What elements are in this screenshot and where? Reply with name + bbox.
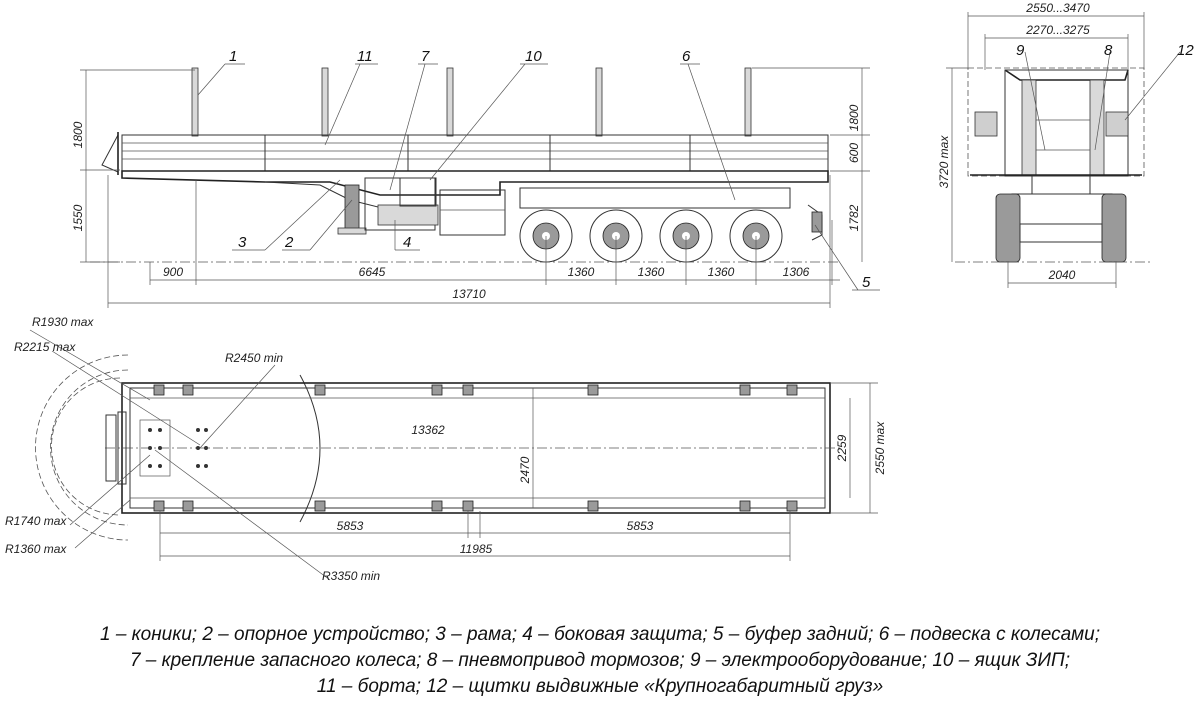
dim-deck-height: 1550 — [71, 204, 85, 231]
callout-9: 9 — [1016, 42, 1025, 59]
dim-board-height: 600 — [847, 143, 861, 163]
wheels — [519, 209, 783, 263]
plan-view: R1930 max R2215 max R2450 min R1740 max … — [5, 315, 887, 583]
stake-pockets — [153, 384, 798, 512]
rear-dim-track: 2040 — [1048, 268, 1076, 282]
landing-gear — [344, 184, 360, 234]
stakes — [191, 67, 752, 137]
legend: 1 – коники; 2 – опорное устройство; 3 – … — [0, 622, 1200, 700]
radius-r1740: R1740 max — [5, 514, 67, 528]
callout-7: 7 — [421, 48, 430, 65]
radius-r1360: R1360 max — [5, 542, 67, 556]
legend-line-2: 7 – крепление запасного колеса; 8 – пнев… — [129, 650, 1071, 671]
plan-dim-width-2470: 2470 — [518, 456, 532, 484]
dim-stake-height: 1800 — [71, 121, 85, 148]
callout-1: 1 — [229, 48, 237, 65]
callout-3: 3 — [238, 234, 247, 251]
kingpin-plate — [139, 419, 208, 477]
plan-dim-stake-span-total: 11985 — [460, 542, 493, 556]
rear-dim-overall-width: 2550...3470 — [1025, 1, 1090, 15]
callout-leaders — [197, 63, 880, 291]
radius-r2215: R2215 max — [14, 340, 76, 354]
rear-dim-height-max: 3720 max — [937, 135, 951, 189]
plan-dim-stake-span-rear: 5853 — [627, 519, 654, 533]
plan-dim-inner-width: 2259 — [835, 434, 849, 462]
radius-r3350: R3350 min — [322, 569, 380, 583]
dim-wheelbase: 6645 — [359, 265, 386, 279]
plan-dim-overall-width: 2550 max — [873, 421, 887, 476]
callout-10: 10 — [525, 48, 542, 65]
plan-dim-deck-length: 13362 — [411, 423, 445, 437]
legend-line-1: 1 – коники; 2 – опорное устройство; 3 – … — [99, 624, 1101, 645]
rear-view: 2550...3470 2270...3275 3720 max 2040 9 … — [937, 1, 1194, 288]
callout-4: 4 — [403, 234, 411, 251]
dim-axle-spacing-2: 1360 — [638, 265, 665, 279]
callout-2: 2 — [284, 234, 294, 251]
callout-8: 8 — [1104, 42, 1113, 59]
callout-5: 5 — [862, 274, 871, 291]
callout-11: 11 — [357, 48, 373, 65]
callout-6: 6 — [682, 48, 691, 65]
plan-dim-stake-span-front: 5853 — [337, 519, 364, 533]
dim-kingpin-offset: 900 — [163, 265, 183, 279]
dim-rear-overhang: 1306 — [783, 265, 810, 279]
rear-dim-deck-width: 2270...3275 — [1025, 23, 1090, 37]
dim-overall-length: 13710 — [452, 287, 486, 301]
dim-axle-spacing-1: 1360 — [568, 265, 595, 279]
dim-stake-height-rear: 1800 — [847, 104, 861, 131]
side-view: 1800 1550 1800 600 1782 900 6645 1360 13… — [71, 48, 880, 308]
radius-r2450: R2450 min — [225, 351, 283, 365]
side-boards — [121, 134, 829, 172]
dim-axle-spacing-3: 1360 — [708, 265, 735, 279]
radius-r1930: R1930 max — [32, 315, 94, 329]
legend-line-3: 11 – борта; 12 – щитки выдвижные «Крупно… — [316, 676, 884, 697]
callout-12: 12 — [1177, 42, 1194, 59]
dim-rear-deck-height: 1782 — [847, 204, 861, 231]
